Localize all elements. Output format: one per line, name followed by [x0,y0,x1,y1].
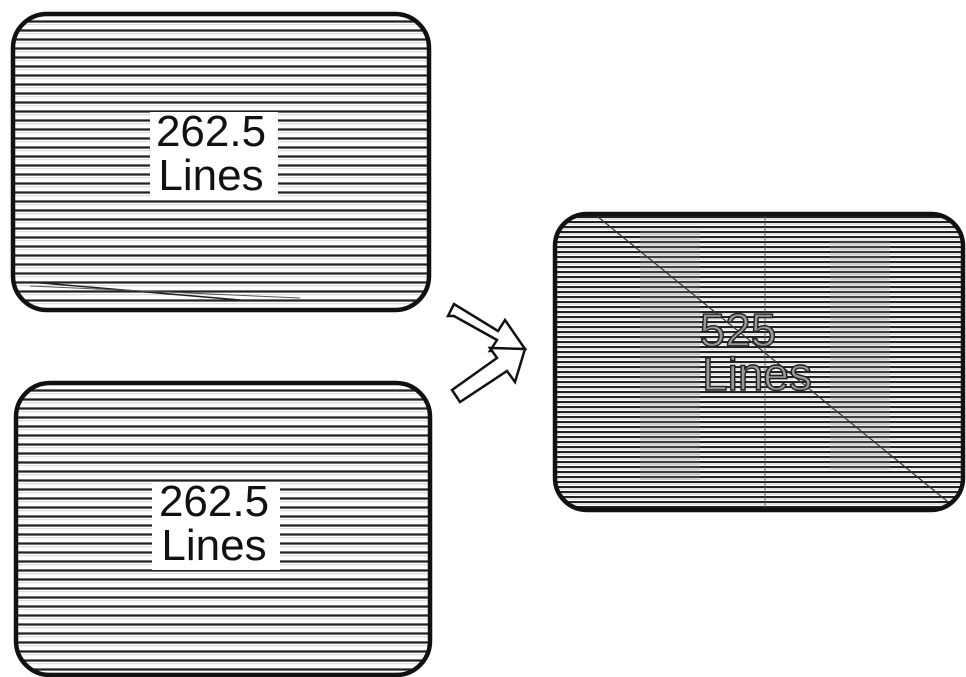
frame-screen: 525 Lines [555,212,963,510]
field-2-line-count: 262.5 [159,477,269,526]
field-1-screen: 262.5 Lines [13,14,429,310]
arrow-right-down-icon [448,304,525,351]
field-1-unit-label: Lines [158,151,263,200]
field-2-screen: 262.5 Lines [16,383,430,675]
field-2-unit-label: Lines [161,521,266,570]
field-1-line-count: 262.5 [156,107,266,156]
arrow-right-up-icon [452,348,525,402]
frame-unit-label: Lines [702,348,812,400]
